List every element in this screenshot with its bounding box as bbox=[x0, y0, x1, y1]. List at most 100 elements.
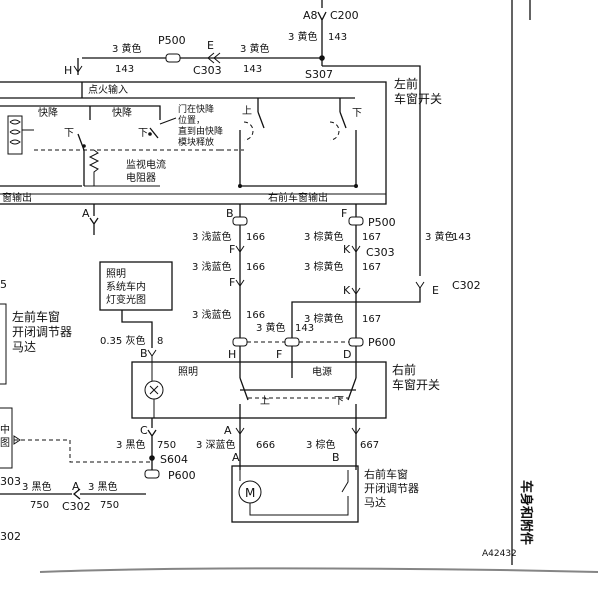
ignition-input: 点火输入 bbox=[88, 83, 128, 96]
c302-mid: C302 bbox=[452, 279, 481, 292]
left-switch-title-2: 车窗开关 bbox=[394, 91, 442, 106]
note-3: 直到由快降 bbox=[178, 125, 223, 137]
p600-mid: P600 bbox=[368, 336, 396, 349]
monitor-1: 监视电流 bbox=[126, 158, 166, 171]
conn-c200: C200 bbox=[330, 9, 359, 22]
pin-d-mid: D bbox=[343, 348, 351, 361]
illum-2: 系统车内 bbox=[106, 280, 146, 293]
rs-illum: 照明 bbox=[178, 366, 198, 378]
bottom-smear bbox=[39, 567, 599, 573]
left-switch-title-1: 左前 bbox=[394, 76, 418, 91]
lower-dash-arrow bbox=[13, 435, 21, 445]
circuit-left-top: 143 bbox=[115, 64, 134, 75]
top-circuit: 143 bbox=[328, 32, 347, 43]
tu: 图 bbox=[0, 437, 10, 449]
wire-lb-3: 3 浅蓝色 bbox=[192, 308, 232, 321]
illum-pin-glyph bbox=[147, 349, 157, 357]
resistor-zigzag bbox=[84, 149, 160, 187]
wire-y-mid: 3 黄色 bbox=[425, 230, 455, 243]
left-switch-contacts bbox=[0, 127, 159, 187]
e-top: E bbox=[207, 39, 214, 52]
pin-a-left: A bbox=[82, 207, 90, 220]
wire-dblue: 3 深蓝色 bbox=[196, 438, 236, 451]
left-motor-2: 开闭调节器 bbox=[12, 325, 72, 339]
contact-2 bbox=[148, 132, 152, 136]
right-contacts bbox=[239, 111, 357, 187]
right-motor-3: 马达 bbox=[364, 496, 386, 509]
left-output: 窗输出 bbox=[2, 191, 32, 204]
c143-b: 143 bbox=[295, 323, 314, 334]
pin-c-lower: C bbox=[140, 424, 148, 437]
bottom-c302: C302 bbox=[62, 500, 91, 513]
bottom-750b: 750 bbox=[100, 500, 119, 511]
wire-143-to-p600 bbox=[291, 288, 421, 360]
conn-a8: A8 bbox=[303, 9, 318, 22]
left-switch-box bbox=[0, 81, 387, 205]
wire-143-right bbox=[321, 58, 421, 276]
wire-br-1: 3 棕黄色 bbox=[304, 230, 344, 243]
p600-conn-f bbox=[284, 337, 300, 347]
left-motor-1: 左前车窗 bbox=[12, 309, 60, 324]
p600-conn-d bbox=[348, 337, 364, 347]
wire-black-lower: 3 黑色 bbox=[116, 438, 146, 451]
p600-lower: P600 bbox=[168, 469, 196, 482]
p500-conn-f bbox=[348, 216, 364, 226]
pin-f-mid: F bbox=[229, 243, 235, 256]
pin-h-mid: H bbox=[228, 348, 236, 361]
pin-f-mid-3: F bbox=[276, 348, 282, 361]
h-top: H bbox=[64, 64, 72, 77]
contact-4 bbox=[354, 184, 358, 188]
wire-lb-2: 3 浅蓝色 bbox=[192, 260, 232, 273]
bottom-302: 302 bbox=[0, 530, 21, 543]
wire-br-3: 3 棕黄色 bbox=[304, 312, 344, 325]
lower-dash bbox=[14, 439, 150, 463]
wire-br-2: 3 棕黄色 bbox=[304, 260, 344, 273]
motor-pin-b: B bbox=[332, 451, 340, 464]
circuit-right-top: 143 bbox=[243, 64, 262, 75]
pin-f-mid-2: F bbox=[229, 276, 235, 289]
left-a-wire bbox=[89, 204, 99, 235]
pin-a-lower: A bbox=[224, 424, 232, 437]
zhong: 中 bbox=[0, 423, 10, 436]
rs-power-wire bbox=[239, 360, 357, 391]
note-2: 位置， bbox=[178, 114, 205, 126]
c666: 666 bbox=[256, 440, 275, 451]
motor-pin-a: A bbox=[232, 451, 240, 464]
wire-brown: 3 棕色 bbox=[306, 438, 336, 451]
h-top-glyph bbox=[73, 65, 83, 73]
bottom-pin-a: A bbox=[72, 480, 80, 493]
left-box-edge bbox=[0, 303, 7, 385]
c167-2: 167 bbox=[362, 262, 381, 273]
illum-wire-label: 0.35 灰色 bbox=[100, 334, 145, 347]
p500-mid: P500 bbox=[368, 216, 396, 229]
illum-1: 照明 bbox=[106, 268, 126, 280]
bottom-black2: 3 黑色 bbox=[88, 480, 118, 493]
right-motor-box bbox=[231, 465, 359, 523]
c303-top: C303 bbox=[193, 64, 222, 77]
pin-k-mid-2: K bbox=[343, 284, 351, 297]
ignition-bus bbox=[0, 82, 355, 112]
monitor-2: 电阻器 bbox=[126, 171, 156, 184]
wire-right-top: 3 黄色 bbox=[240, 42, 270, 55]
s307-label: S307 bbox=[305, 68, 333, 81]
illum-3: 灯变光图 bbox=[106, 293, 146, 306]
up-1: 上 bbox=[242, 105, 252, 117]
left-motor-3: 马达 bbox=[12, 340, 36, 354]
c167-3: 167 bbox=[362, 314, 381, 325]
bottom-black1: 3 黑色 bbox=[22, 480, 52, 493]
c667: 667 bbox=[360, 440, 379, 451]
illum-lamp-filament bbox=[149, 356, 159, 418]
quick-down-2: 快降 bbox=[112, 106, 132, 119]
motor-m-label: M bbox=[245, 486, 255, 500]
c166-3: 166 bbox=[246, 310, 265, 321]
motor-wires bbox=[239, 418, 357, 470]
c750-lower: 750 bbox=[157, 440, 176, 451]
contact-3 bbox=[238, 184, 242, 188]
lower-pin-glyphs bbox=[235, 427, 361, 435]
rs-up: 上 bbox=[260, 395, 270, 407]
rs-contacts bbox=[239, 377, 357, 418]
bottom-750a: 750 bbox=[30, 500, 49, 511]
c166-1: 166 bbox=[246, 232, 265, 243]
splice-s604 bbox=[149, 455, 155, 461]
p500-connector-top bbox=[165, 53, 181, 63]
